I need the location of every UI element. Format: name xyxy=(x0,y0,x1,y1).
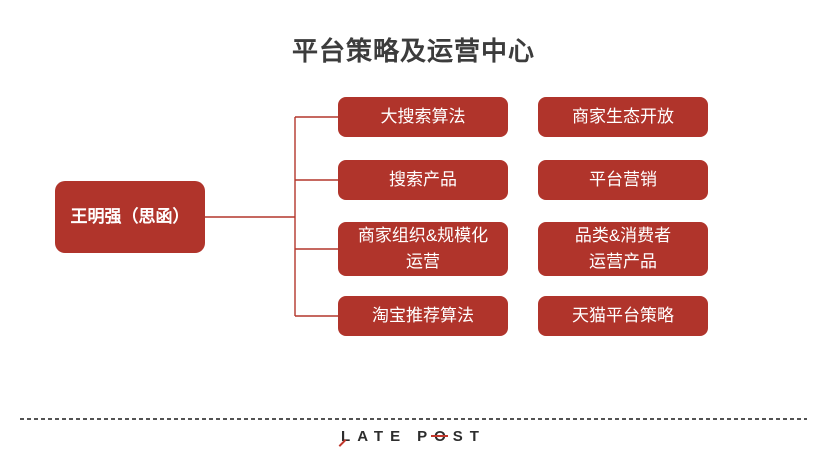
org-node-search-algorithm: 大搜索算法 xyxy=(338,97,508,137)
dotted-divider xyxy=(20,418,807,420)
org-node-merchant-org-scale-ops: 商家组织&规模化 运营 xyxy=(338,222,508,276)
org-node-search-product: 搜索产品 xyxy=(338,160,508,200)
org-node-platform-marketing: 平台营销 xyxy=(538,160,708,200)
org-node-tmall-platform-strategy: 天猫平台策略 xyxy=(538,296,708,336)
logo-letters-ate: ATE xyxy=(357,428,408,445)
logo-letters-st: ST xyxy=(452,428,486,445)
org-node-merchant-ecosystem: 商家生态开放 xyxy=(538,97,708,137)
logo-letter-l-glyph: L xyxy=(341,428,358,445)
org-node-leader: 王明强（思函） xyxy=(55,181,205,253)
logo-letter-o: O xyxy=(431,428,453,445)
logo-letter-p: P xyxy=(417,428,435,445)
org-node-taobao-recommendation: 淘宝推荐算法 xyxy=(338,296,508,336)
logo-letter-l: L xyxy=(338,428,358,447)
logo-o-strike-icon xyxy=(431,435,449,437)
org-node-category-consumer-product: 品类&消费者 运营产品 xyxy=(538,222,708,276)
page-title: 平台策略及运营中心 xyxy=(291,36,535,66)
